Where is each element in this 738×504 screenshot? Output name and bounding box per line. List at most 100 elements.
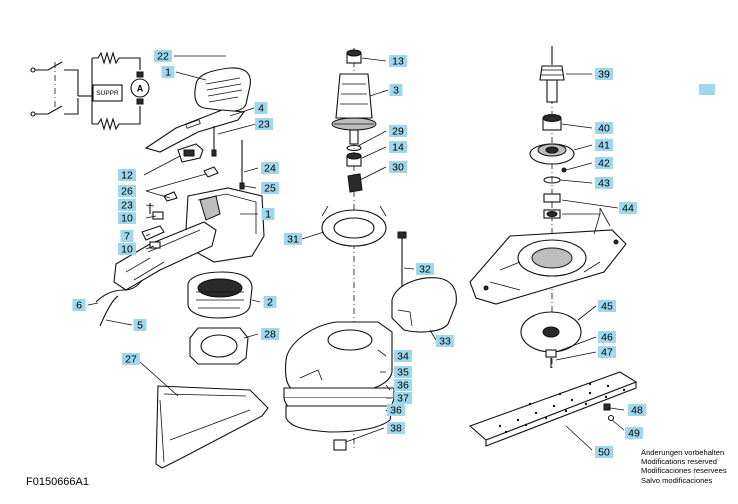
part-number: 38 (390, 423, 402, 435)
part-callout-7: 7 (120, 230, 134, 243)
part-callout-46: 46 (598, 331, 616, 344)
part-callout-27: 27 (122, 353, 140, 366)
part-number: 36 (390, 405, 402, 417)
part-number: 10 (121, 213, 133, 225)
part-callout-1: 1 (261, 208, 275, 221)
part-number: 49 (628, 428, 640, 440)
part-callout-25: 25 (261, 182, 279, 195)
suppressor-box (92, 84, 123, 102)
part-callout-32: 32 (416, 263, 434, 276)
part-callout-2: 2 (263, 296, 277, 309)
part-number: 40 (598, 123, 610, 135)
revision-notices: Änderungen vorbehalten Modifications res… (641, 448, 727, 485)
leader-lines (87, 55, 625, 451)
notice-line: Modifications reserved (641, 457, 717, 467)
part-callout-13: 13 (389, 55, 407, 68)
part-callout-36: 36 (387, 404, 405, 417)
part-callout-42: 42 (595, 157, 613, 170)
part-number: 10 (121, 244, 133, 256)
part-callout-1: 1 (161, 66, 175, 79)
part-callout-31: 31 (284, 233, 302, 246)
notice-line: Salvo modificaciones (641, 475, 713, 485)
part-callout-4: 4 (254, 102, 268, 115)
part-number: 24 (264, 163, 276, 175)
part-number: 37 (397, 393, 409, 405)
part-number: 3 (393, 85, 399, 97)
part-callout-26: 26 (118, 185, 136, 198)
motor-symbol (130, 78, 150, 98)
part-callout-47: 47 (598, 346, 616, 359)
part-callout-23: 23 (118, 199, 136, 212)
armature-base-group (283, 48, 457, 451)
part-callout-38: 38 (387, 422, 405, 435)
part-number: 29 (392, 126, 404, 138)
part-callout-33: 33 (436, 335, 454, 348)
part-number: 27 (125, 354, 137, 366)
highlight-marker (699, 84, 715, 95)
part-number: 39 (598, 69, 610, 81)
part-number: 25 (264, 183, 276, 195)
part-callout-44: 44 (619, 202, 637, 215)
notice-line: Modificaciones reservees (641, 466, 727, 476)
part-callout-14: 14 (389, 141, 407, 154)
part-callout-50: 50 (595, 446, 613, 459)
notice-line: Änderungen vorbehalten (641, 448, 725, 457)
eccentric-pad-group (468, 46, 638, 447)
part-callout-22: 22 (154, 50, 172, 63)
part-callout-10: 10 (118, 212, 136, 225)
part-number: 30 (392, 162, 404, 174)
part-number: 5 (137, 320, 143, 332)
part-number: 4 (258, 103, 264, 115)
part-number: 36 (397, 380, 409, 392)
part-number: 13 (392, 56, 404, 68)
part-callout-41: 41 (595, 139, 613, 152)
part-callout-48: 48 (628, 404, 646, 417)
part-callout-28: 28 (261, 328, 279, 341)
part-number: 22 (157, 51, 169, 63)
part-number: 6 (76, 300, 82, 312)
part-number: 46 (601, 332, 613, 344)
part-number: 12 (121, 170, 133, 182)
part-callout-36: 36 (394, 379, 412, 392)
part-number: 47 (601, 347, 613, 359)
part-callout-3: 3 (389, 84, 403, 97)
part-number: 1 (165, 67, 171, 79)
part-number: 31 (287, 234, 299, 246)
part-number: 7 (124, 231, 130, 243)
wiring-schematic: SUPPR A (30, 51, 150, 131)
part-number: 14 (392, 142, 404, 154)
part-callout-40: 40 (595, 122, 613, 135)
part-number: 45 (601, 301, 613, 313)
part-number: 32 (419, 264, 431, 276)
part-number: 41 (598, 140, 610, 152)
part-callout-39: 39 (595, 68, 613, 81)
part-callout-23: 23 (255, 118, 273, 131)
part-callout-24: 24 (261, 162, 279, 175)
part-number: 48 (631, 405, 643, 417)
part-number: 44 (622, 203, 634, 215)
part-callout-37: 37 (394, 392, 412, 405)
part-number: 34 (397, 351, 409, 363)
part-number: 23 (121, 200, 133, 212)
part-callout-45: 45 (598, 300, 616, 313)
part-number: 50 (598, 447, 610, 459)
part-callout-49: 49 (625, 427, 643, 440)
part-callout-30: 30 (389, 161, 407, 174)
suppressor-label: SUPPR (96, 90, 119, 97)
part-callout-34: 34 (394, 350, 412, 363)
part-number: 33 (439, 336, 451, 348)
part-callout-10: 10 (118, 243, 136, 256)
part-number: 35 (397, 367, 409, 379)
part-number: 2 (267, 297, 273, 309)
part-number: 28 (264, 329, 276, 341)
part-number: 43 (598, 178, 610, 190)
part-number: 1 (265, 209, 271, 221)
part-number: 26 (121, 186, 133, 198)
handle-housing-group (95, 67, 269, 469)
part-number: 42 (598, 158, 610, 170)
part-number: 23 (258, 119, 270, 131)
part-callout-5: 5 (133, 319, 147, 332)
part-callout-43: 43 (595, 177, 613, 190)
